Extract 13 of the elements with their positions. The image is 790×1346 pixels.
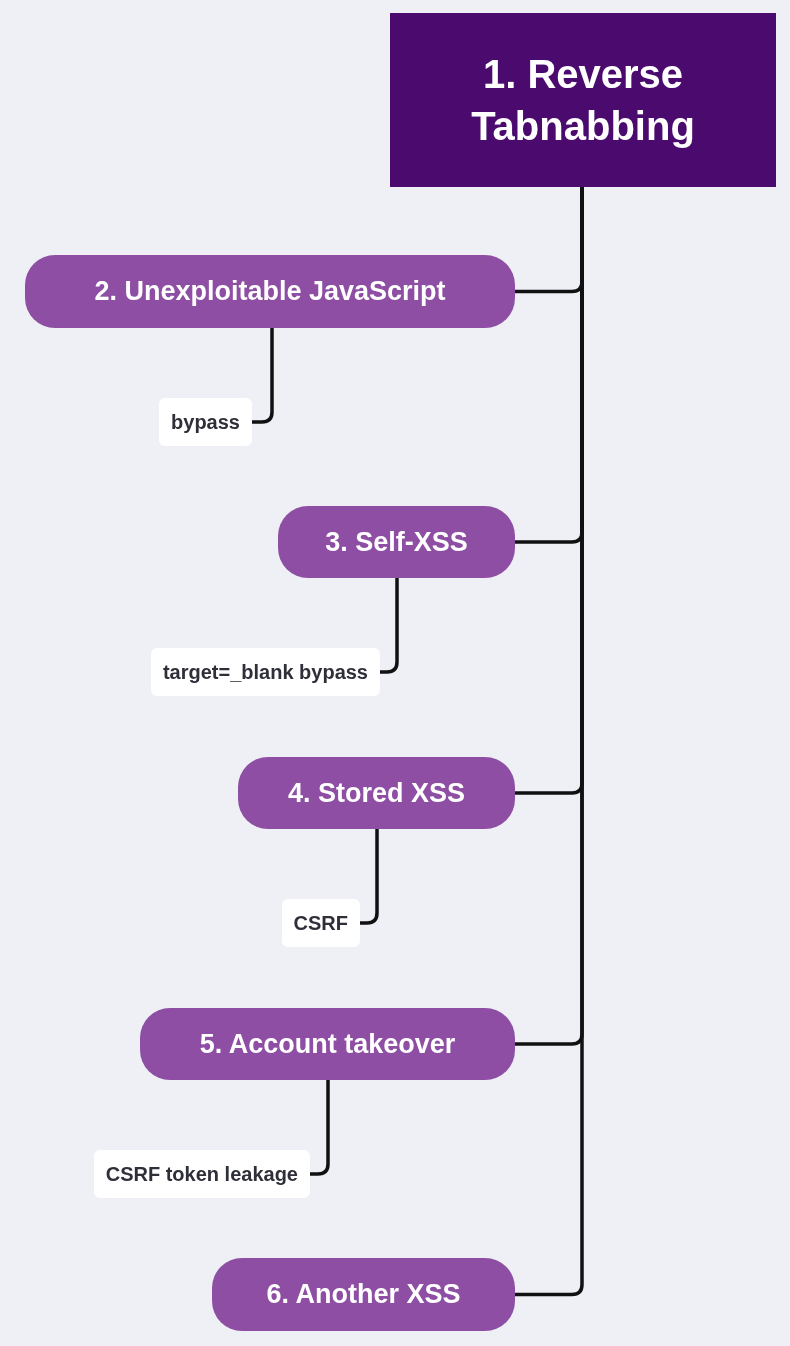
topic-pill: 6. Another XSS (212, 1258, 515, 1331)
subtopic-box: CSRF (281, 899, 360, 947)
connector-line (380, 578, 399, 674)
subtopic-box: CSRF token leakage (93, 1150, 310, 1198)
title-box: 1. Reverse Tabnabbing (390, 13, 776, 187)
topic-pill: 4. Stored XSS (238, 757, 515, 829)
connector-line (360, 829, 379, 925)
topic-pill: 3. Self-XSS (278, 506, 515, 578)
subtopic-box: target=_blank bypass (150, 648, 380, 696)
topic-pill: 2. Unexploitable JavaScript (25, 255, 515, 328)
subtopic-box: bypass (159, 398, 252, 446)
connector-line (310, 1080, 330, 1176)
topic-pill: 5. Account takeover (140, 1008, 515, 1080)
